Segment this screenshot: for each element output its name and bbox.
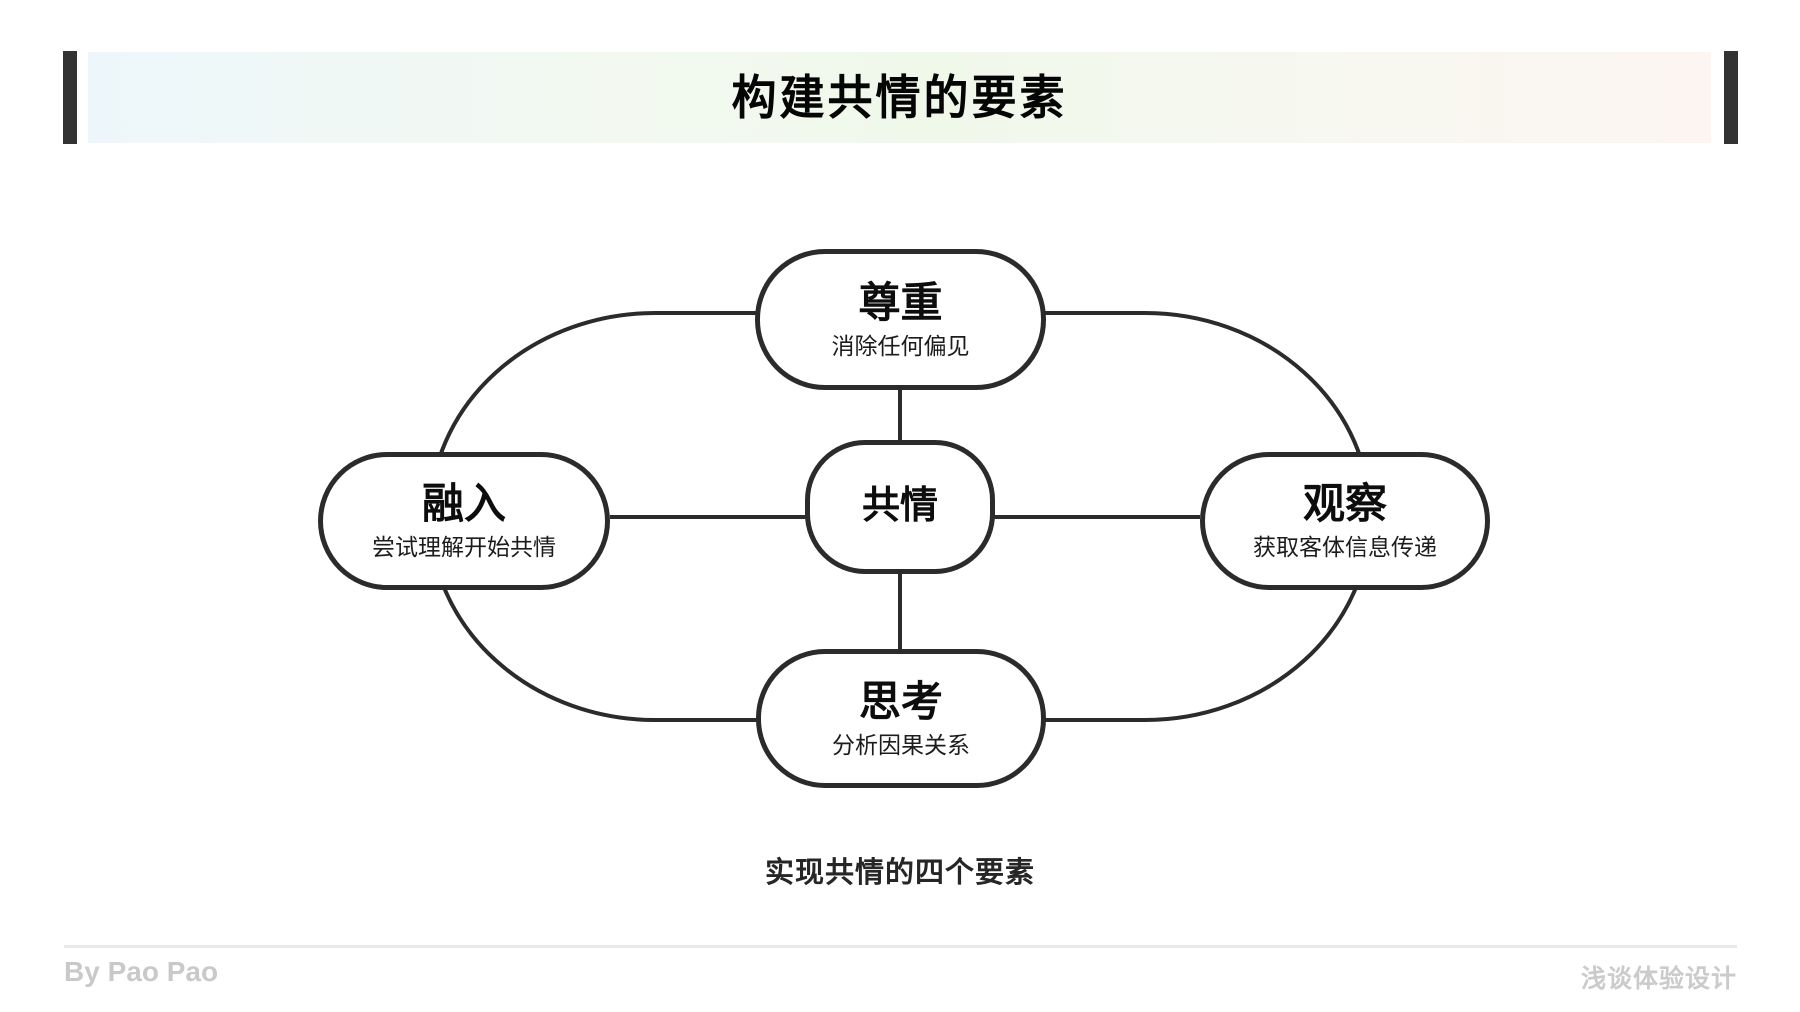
header-right-bar	[1724, 51, 1738, 144]
footer-brand: 浅谈体验设计	[1580, 965, 1737, 993]
node-respect-subtitle: 消除任何偏见	[831, 332, 970, 359]
node-immerse: 融入 尝试理解开始共情	[318, 452, 610, 590]
node-think-subtitle: 分析因果关系	[832, 731, 970, 758]
header-left-bar	[63, 51, 77, 144]
node-respect-title: 尊重	[858, 278, 943, 326]
node-immerse-title: 融入	[421, 480, 506, 528]
node-empathy-title: 共情	[861, 485, 938, 528]
node-empathy-center: 共情	[805, 440, 995, 574]
node-immerse-subtitle: 尝试理解开始共情	[372, 534, 556, 561]
page-title: 构建共情的要素	[731, 70, 1068, 125]
node-respect: 尊重 消除任何偏见	[755, 249, 1046, 390]
node-observe-subtitle: 获取客体信息传递	[1253, 534, 1437, 561]
node-think: 思考 分析因果关系	[756, 649, 1046, 788]
footer-divider	[64, 945, 1737, 948]
node-think-title: 思考	[858, 677, 943, 725]
node-observe: 观察 获取客体信息传递	[1200, 452, 1490, 590]
footer-author: By Pao Pao	[64, 956, 219, 987]
header-band: 构建共情的要素	[88, 52, 1711, 143]
diagram-caption: 实现共情的四个要素	[764, 857, 1035, 889]
node-observe-title: 观察	[1302, 480, 1387, 528]
